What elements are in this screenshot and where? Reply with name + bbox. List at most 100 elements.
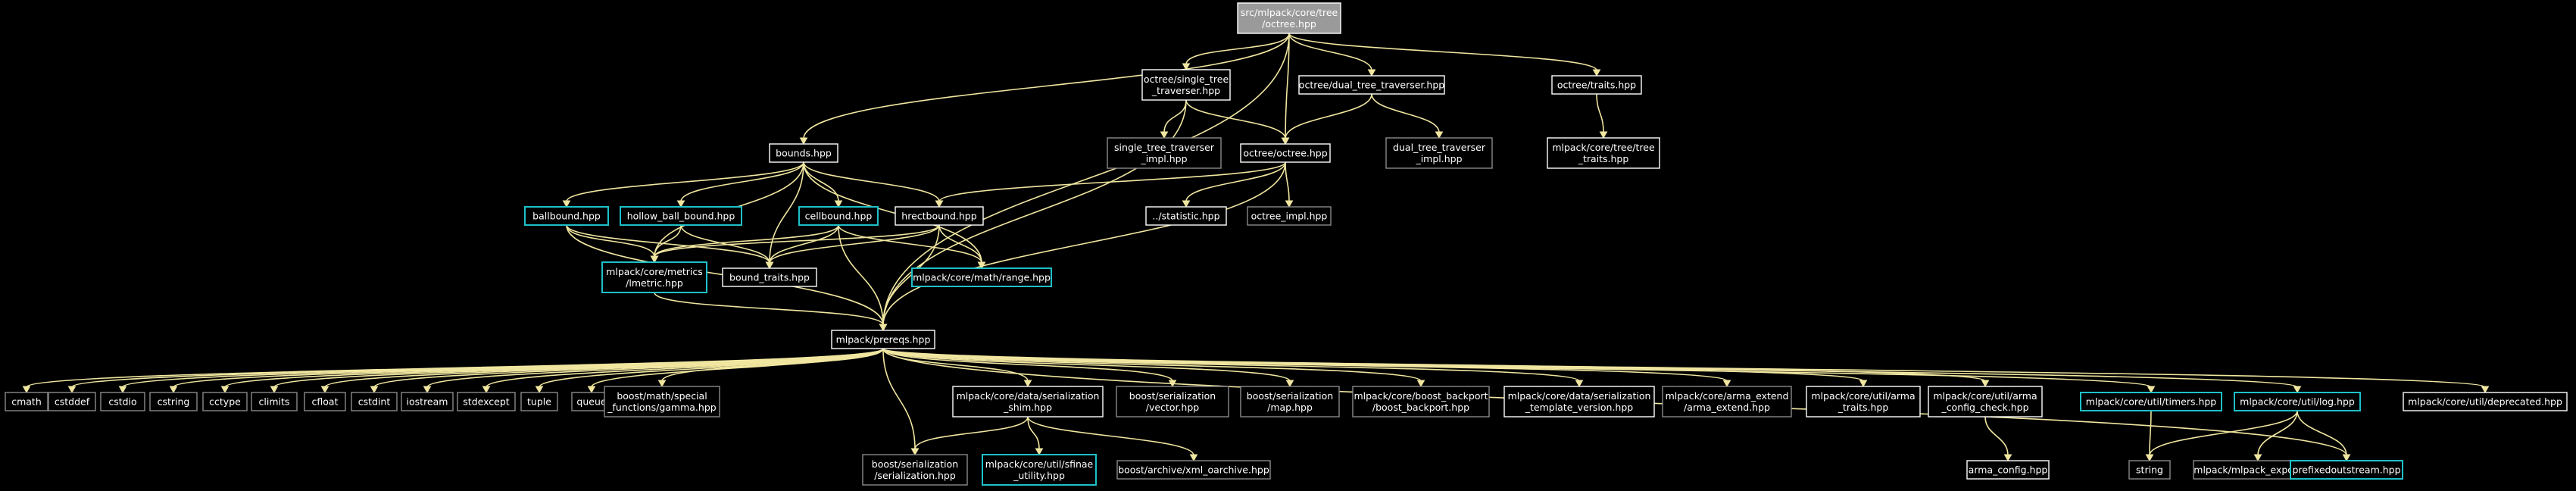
node-backport[interactable]: mlpack/core/boost_backport/boost_backpor… [1352, 386, 1490, 418]
node-xml[interactable]: boost/archive/xml_oarchive.hpp [1116, 460, 1271, 480]
edge-root-to-single [1182, 33, 1290, 71]
node-cstddef[interactable]: cstddef [48, 392, 96, 411]
node-cstdint[interactable]: cstdint [351, 392, 398, 411]
edge-log-to-export [2253, 410, 2298, 462]
node-box [2080, 392, 2222, 411]
node-label: cstdio [108, 396, 136, 408]
edge-armacfg-to-armaconfig [1984, 416, 2012, 462]
node-label: cstddef [55, 396, 90, 408]
node-boundtraits[interactable]: bound_traits.hpp [722, 267, 817, 287]
edge-shim-to-xml [1027, 416, 1198, 462]
node-box [149, 392, 198, 411]
node-box [862, 454, 968, 486]
node-label: climits [259, 396, 290, 408]
node-bser[interactable]: boost/serialization/serialization.hpp [862, 454, 968, 486]
node-cctype[interactable]: cctype [202, 392, 248, 411]
node-label: mlpack/core/arma_extend [1666, 390, 1789, 402]
node-octreeo[interactable]: octree/octree.hpp [1240, 143, 1331, 163]
node-box [1806, 386, 1921, 418]
edge-hrect-to-lmetric [650, 224, 940, 264]
node-log[interactable]: mlpack/core/util/log.hpp [2234, 392, 2361, 411]
node-hrect[interactable]: hrectbound.hpp [895, 206, 984, 226]
edge-bounds-to-ballbound [562, 161, 804, 208]
node-tuple[interactable]: tuple [520, 392, 558, 411]
node-label: queue [576, 396, 606, 408]
node-armaconfig[interactable]: arma_config.hpp [1966, 460, 2050, 480]
node-label: _utility.hpp [1013, 470, 1065, 481]
node-octimpl[interactable]: octree_impl.hpp [1247, 206, 1332, 226]
node-deprecated[interactable]: mlpack/core/util/deprecated.hpp [2403, 392, 2568, 411]
node-root[interactable]: src/mlpack/core/tree/octree.hpp [1237, 2, 1341, 34]
node-cstdio[interactable]: cstdio [100, 392, 145, 411]
node-box [1145, 206, 1227, 226]
node-label: octree/dual_tree_traverser.hpp [1299, 80, 1444, 91]
node-box [769, 143, 838, 163]
node-prefixed[interactable]: prefixedoutstream.hpp [2290, 460, 2403, 480]
node-bvector[interactable]: boost/serialization/vector.hpp [1116, 386, 1229, 418]
node-armacfg[interactable]: mlpack/core/util/arma_config_check.hpp [1928, 386, 2043, 418]
node-armatraits[interactable]: mlpack/core/util/arma_traits.hpp [1806, 386, 1921, 418]
edge-prereqs-to-backport [882, 348, 1425, 388]
node-label: mlpack/core/metrics [606, 266, 703, 277]
node-iostream[interactable]: iostream [401, 392, 454, 411]
node-traits[interactable]: octree/traits.hpp [1551, 75, 1642, 95]
node-cstring[interactable]: cstring [149, 392, 198, 411]
node-label: /arma_extend.hpp [1684, 402, 1770, 413]
node-shim[interactable]: mlpack/core/data/serialization_shim.hpp [952, 386, 1104, 418]
node-label: src/mlpack/core/tree [1241, 7, 1338, 18]
node-prereqs[interactable]: mlpack/prereqs.hpp [831, 330, 935, 349]
node-ballbound[interactable]: ballbound.hpp [524, 206, 609, 226]
edge-bounds-to-hollow [676, 161, 804, 208]
node-label: string [2136, 464, 2163, 476]
node-treetraits[interactable]: mlpack/core/tree/tree_traits.hpp [1547, 137, 1660, 169]
node-dual[interactable]: octree/dual_tree_traverser.hpp [1298, 75, 1445, 95]
node-box [251, 392, 298, 411]
node-label: /boost_backport.hpp [1372, 402, 1469, 413]
node-dtimpl[interactable]: dual_tree_traverser_impl.hpp [1385, 137, 1493, 169]
node-string[interactable]: string [2128, 460, 2171, 480]
node-box [620, 206, 742, 226]
node-bmap[interactable]: boost/serialization/map.hpp [1240, 386, 1340, 418]
node-statistic[interactable]: ../statistic.hpp [1145, 206, 1227, 226]
node-bounds[interactable]: bounds.hpp [769, 143, 838, 163]
node-stimpl[interactable]: single_tree_traverser_impl.hpp [1107, 137, 1222, 169]
node-cellbound[interactable]: cellbound.hpp [798, 206, 879, 226]
node-label: stdexcept [463, 396, 509, 408]
node-box [722, 267, 817, 287]
node-label: ../statistic.hpp [1152, 211, 1219, 222]
node-label: mlpack/core/util/deprecated.hpp [2408, 396, 2562, 408]
node-hollow[interactable]: hollow_ball_bound.hpp [620, 206, 742, 226]
node-box [524, 206, 609, 226]
node-stdexcept[interactable]: stdexcept [457, 392, 516, 411]
node-label: mlpack/core/util/timers.hpp [2086, 396, 2217, 408]
node-label: prefixedoutstream.hpp [2292, 464, 2400, 476]
node-label: hollow_ball_bound.hpp [627, 211, 735, 222]
node-range[interactable]: mlpack/core/math/range.hpp [911, 267, 1052, 287]
edge-root-to-bounds [799, 33, 1290, 145]
node-box [1237, 2, 1341, 34]
node-box [1928, 386, 2043, 418]
node-cfloat[interactable]: cfloat [304, 392, 346, 411]
node-climits[interactable]: climits [251, 392, 298, 411]
node-box [831, 330, 935, 349]
node-gamma[interactable]: boost/math/special_functions/gamma.hpp [604, 386, 720, 418]
node-label: mlpack/core/tree/tree [1552, 142, 1655, 153]
edge-prereqs-to-bmap [882, 348, 1294, 388]
node-lmetric[interactable]: mlpack/core/metrics/lmetric.hpp [601, 261, 707, 293]
node-box [1298, 75, 1445, 95]
node-label: _functions/gamma.hpp [607, 402, 716, 413]
node-cmath[interactable]: cmath [5, 392, 48, 411]
node-sfinae[interactable]: mlpack/core/util/sfinae_utility.hpp [982, 454, 1097, 486]
node-box [1141, 69, 1231, 101]
node-armaext[interactable]: mlpack/core/arma_extend/arma_extend.hpp [1662, 386, 1792, 418]
node-box [48, 392, 96, 411]
node-timers[interactable]: mlpack/core/util/timers.hpp [2080, 392, 2222, 411]
node-tmplver[interactable]: mlpack/core/data/serialization_template_… [1503, 386, 1655, 418]
node-label: tuple [527, 396, 551, 408]
node-single[interactable]: octree/single_tree_traverser.hpp [1141, 69, 1231, 101]
node-box [457, 392, 516, 411]
node-box [604, 386, 720, 418]
node-label: /lmetric.hpp [626, 277, 683, 289]
edge-dual-to-dtimpl [1371, 93, 1444, 139]
node-label: _traits.hpp [1838, 402, 1889, 413]
